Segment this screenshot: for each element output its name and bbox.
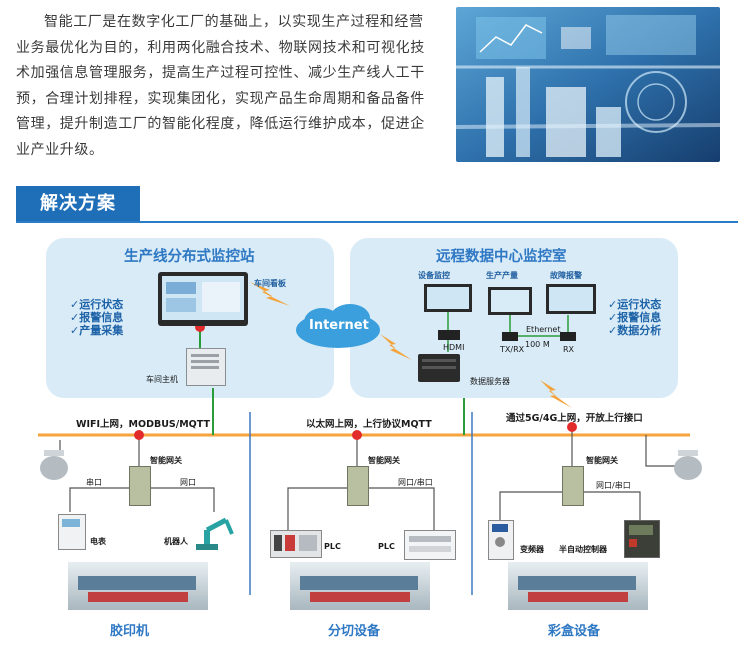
- gateway-1-port-left: 串口: [86, 478, 102, 487]
- machine-caption-2: 分切设备: [328, 624, 381, 639]
- alarm-monitor-icon: [546, 284, 596, 314]
- link-label-middle: 以太网上网，上行协议MQTT: [306, 419, 432, 430]
- dome-camera-right-icon: [674, 450, 702, 480]
- robot-label: 机器人: [164, 537, 188, 546]
- gateway-3-port-right: 网口/串口: [596, 481, 631, 490]
- gateway-3-label: 智能网关: [586, 456, 618, 465]
- screen-label-equipment: 设备监控: [418, 271, 450, 280]
- internet-label: Internet: [309, 318, 369, 333]
- workshop-screen-label: 车间看板: [254, 279, 286, 288]
- electric-meter-icon: [58, 514, 86, 550]
- inverter-icon: [488, 520, 514, 560]
- intro-paragraph: 智能工厂是在数字化工厂的基础上，以实现生产过程和经营业务最优化为目的，利用两化融…: [16, 10, 436, 163]
- section-divider: [16, 221, 738, 223]
- internet-cloud-icon: [292, 302, 384, 352]
- data-server-label: 数据服务器: [470, 377, 510, 386]
- gateway-2-label: 智能网关: [368, 456, 400, 465]
- hdmi-box-icon: [438, 330, 460, 340]
- smart-gateway-3-icon: [562, 466, 584, 506]
- smart-gateway-2-icon: [347, 466, 369, 506]
- right-monitor-panel: [350, 238, 678, 398]
- workshop-host-icon: [186, 348, 226, 386]
- ethernet-label: Ethernet: [526, 325, 561, 334]
- right-bullet-2: ✓报警信息: [608, 311, 662, 324]
- hdmi-label: HDMI: [443, 343, 465, 352]
- smart-gateway-1-icon: [129, 466, 151, 506]
- plc-2-icon: [404, 530, 456, 560]
- section-title: 解决方案: [16, 186, 140, 222]
- screen-label-output: 生产产量: [486, 271, 518, 280]
- workshop-screen-icon: [158, 272, 248, 326]
- right-bullet-1: ✓运行状态: [608, 298, 662, 311]
- right-bullet-3: ✓数据分析: [608, 324, 662, 337]
- plc-2-label: PLC: [378, 542, 395, 551]
- link-label-right: 通过5G/4G上网，开放上行接口: [506, 413, 643, 424]
- link-label-left: WIFI上网，MODBUS/MQTT: [76, 419, 210, 430]
- meter-label: 电表: [90, 537, 106, 546]
- machine-photo-color-box: [508, 562, 648, 610]
- gateway-1-label: 智能网关: [150, 456, 182, 465]
- output-monitor-icon: [488, 287, 532, 315]
- machine-caption-3: 彩盒设备: [548, 624, 601, 639]
- semi-auto-controller-icon: [624, 520, 660, 558]
- left-bullet-1: ✓运行状态: [70, 298, 124, 311]
- machine-photo-slitting: [290, 562, 430, 610]
- machine-photo-offset-press: [68, 562, 208, 610]
- dome-camera-left-icon: [40, 450, 68, 480]
- workshop-host-label: 车间主机: [146, 375, 178, 384]
- intro-text: 智能工厂是在数字化工厂的基础上，以实现生产过程和经营业务最优化为目的，利用两化融…: [16, 14, 425, 158]
- screen-label-alarm: 故障报警: [550, 271, 582, 280]
- gateway-2-port-right: 网口/串口: [398, 478, 433, 487]
- plc-1-label: PLC: [324, 542, 341, 551]
- gateway-1-port-right: 网口: [180, 478, 196, 487]
- txrx-box-icon: [502, 332, 518, 341]
- left-panel-title: 生产线分布式监控站: [124, 249, 255, 265]
- txrx-label: TX/RX: [500, 345, 525, 354]
- machine-caption-1: 胶印机: [110, 624, 150, 639]
- right-panel-title: 远程数据中心监控室: [436, 249, 567, 265]
- equipment-monitor-icon: [424, 284, 472, 312]
- rx-label: RX: [563, 345, 575, 354]
- rx-box-icon: [560, 332, 576, 341]
- data-server-icon: [418, 354, 460, 382]
- robot-arm-icon: [192, 512, 238, 552]
- plc-1-icon: [270, 530, 322, 558]
- smart-factory-photo: [456, 7, 720, 162]
- left-bullet-2: ✓报警信息: [70, 311, 124, 324]
- speed-label: 100 M: [525, 340, 550, 349]
- semi-auto-controller-label: 半自动控制器: [559, 545, 607, 554]
- left-bullet-3: ✓产量采集: [70, 324, 124, 337]
- inverter-label: 变频器: [520, 545, 544, 554]
